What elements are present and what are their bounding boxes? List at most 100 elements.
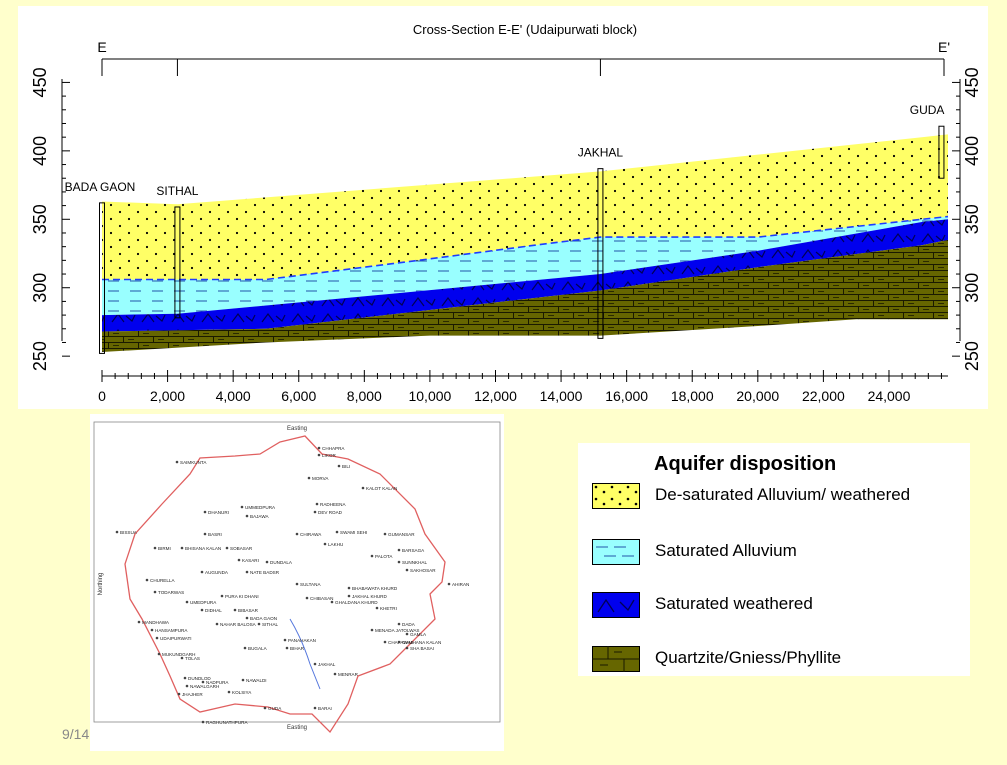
map-place-label: BUGALA: [248, 646, 268, 651]
map-place-label: SOBASAR: [230, 546, 253, 551]
map-place-dot: [307, 476, 311, 480]
well-label: GUDA: [910, 103, 945, 117]
map-place-label: CHHAPRA: [322, 446, 345, 451]
map-place-dot: [155, 636, 159, 640]
map-place-dot: [405, 568, 409, 572]
legend-item-saturated-weathered: Saturated weathered: [592, 592, 968, 624]
map-place-label: DUNDALA: [270, 560, 293, 565]
map-place-dot: [285, 646, 289, 650]
map-place-dot: [203, 510, 207, 514]
map-place-label: DEV ROAD: [318, 510, 343, 515]
desaturated-alluvium-layer: [102, 134, 948, 280]
map-place-dot: [265, 560, 269, 564]
map-place-dot: [203, 532, 207, 536]
map-place-dot: [295, 582, 299, 586]
map-place-label: JAKHAL: [318, 662, 336, 667]
map-place-label: TOLAS: [185, 656, 200, 661]
river: [289, 618, 321, 690]
saturated-alluvium-layer: [102, 216, 948, 316]
map-place-dot: [240, 505, 244, 509]
map-side-label: Northing: [98, 573, 104, 596]
map-place-label: KOLSIYA: [232, 690, 252, 695]
x-tick-label: 10,000: [408, 388, 451, 404]
map-place-label: UMMEDPURA: [245, 505, 276, 510]
map-place-label: SITHAL: [262, 622, 279, 627]
x-tick-label: 4,000: [216, 388, 251, 404]
y-tick-label-left: 250: [30, 341, 50, 371]
map-place-dot: [383, 532, 387, 536]
y-tick-label-right: 400: [962, 136, 982, 166]
map-place-label: SHA BASAI: [410, 646, 434, 651]
map-place-dot: [397, 640, 401, 644]
block-boundary: [124, 435, 446, 734]
legend-item-quartzite: Quartzite/Gniess/Phyllite: [592, 646, 968, 678]
cross-section-title: Cross-Section E-E' (Udaipurwati block): [413, 22, 637, 37]
x-tick-label: 2,000: [150, 388, 185, 404]
x-tick-label: 22,000: [802, 388, 845, 404]
section-end-left: E: [97, 39, 106, 55]
map-place-dot: [397, 548, 401, 552]
bedrock-layer: [102, 239, 948, 353]
map-place-dot: [201, 680, 205, 684]
map-place-label: MENADA JATOLWAS: [375, 628, 420, 633]
map-place-label: AHIRAN: [452, 582, 469, 587]
y-tick-label-right: 450: [962, 67, 982, 97]
map-place-dot: [180, 546, 184, 550]
map-place-label: NADPURA: [206, 680, 229, 685]
legend: Aquifer disposition De-saturated Alluviu…: [578, 443, 970, 676]
map-place-dot: [183, 676, 187, 680]
map-place-label: MUKUNDGARH: [162, 652, 195, 657]
map-place-dot: [233, 608, 237, 612]
x-tick-label: 16,000: [605, 388, 648, 404]
map-place-dot: [361, 486, 365, 490]
map-place-dot: [237, 558, 241, 562]
map-top-label: Easting: [287, 426, 307, 432]
well-label: BADA GAON: [65, 180, 136, 194]
map-place-dot: [153, 590, 157, 594]
map-place-label: JHAJHER: [182, 692, 203, 697]
saturated-weathered-swatch-icon: [592, 592, 640, 618]
map-place-label: MANDHAWA: [142, 620, 170, 625]
x-tick-label: 14,000: [540, 388, 583, 404]
well-casing: [938, 125, 945, 179]
map-place-label: HANSAMPURA: [155, 628, 188, 633]
map-place-label: KHETRI: [380, 606, 397, 611]
map-place-label: NAWALDI: [246, 678, 267, 683]
map-place-dot: [115, 530, 119, 534]
map-place-label: BARAI: [318, 706, 332, 711]
map-place-dot: [313, 706, 317, 710]
legend-label: De-saturated Alluvium/ weathered: [655, 485, 911, 504]
map-place-label: PALOTA: [375, 554, 393, 559]
map-place-label: SAKHOSAR: [410, 568, 436, 573]
map-place-dot: [305, 596, 309, 600]
map-place-dot: [313, 510, 317, 514]
map-place-dot: [405, 632, 409, 636]
map-place-dot: [177, 692, 181, 696]
map-place-label: CHIBASAN: [310, 596, 334, 601]
saturated-weathered-layer: [102, 219, 948, 332]
map-place-label: GHALDANA KHURD: [335, 600, 378, 605]
map-place-dot: [257, 622, 261, 626]
well-label: SITHAL: [156, 184, 198, 198]
map-place-label: PANAHAKAN: [288, 638, 316, 643]
map-place-dot: [241, 678, 245, 682]
map-place-label: SWAMI SEHI: [340, 530, 367, 535]
map-place-label: JAKHAL KHURD: [352, 594, 387, 599]
quartzite-swatch-icon: [592, 646, 640, 672]
map-place-dot: [245, 570, 249, 574]
map-place-label: GAMHANA KALAN: [402, 640, 441, 645]
map-place-label: UDAIPURWATI: [160, 636, 192, 641]
y-tick-label-right: 250: [962, 341, 982, 371]
map-place-label: SULTANA: [300, 582, 321, 587]
map-place-label: KASARI: [242, 558, 259, 563]
map-place-label: UMEDPURA: [190, 600, 217, 605]
map-place-label: MORVA: [312, 476, 329, 481]
map-place-label: BIHAR: [290, 646, 305, 651]
map-place-label: KALOT KALAN: [366, 486, 397, 491]
map-place-dot: [185, 684, 189, 688]
well-label: JAKHAL: [578, 146, 624, 160]
map-place-dot: [317, 453, 321, 457]
